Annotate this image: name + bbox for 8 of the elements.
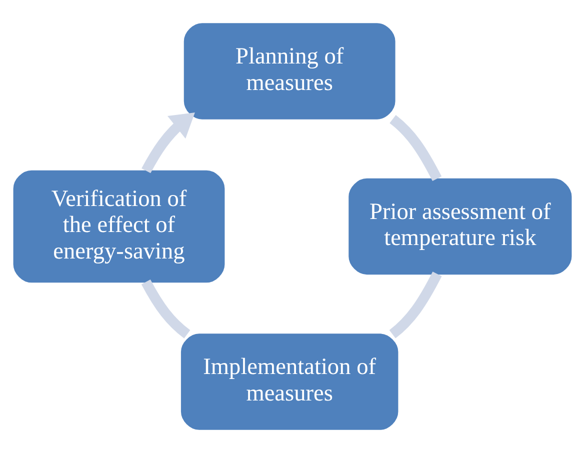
arrow xyxy=(142,112,195,173)
node-box: Planning of measures xyxy=(184,22,396,119)
node-box: Prior assessment of temperature risk xyxy=(348,178,572,274)
connector xyxy=(389,271,442,338)
connector xyxy=(390,114,442,181)
connector xyxy=(141,279,190,338)
node-box: Implementation of measures xyxy=(180,333,398,430)
node-box: Verification of the effect of energy-saving xyxy=(13,170,225,282)
